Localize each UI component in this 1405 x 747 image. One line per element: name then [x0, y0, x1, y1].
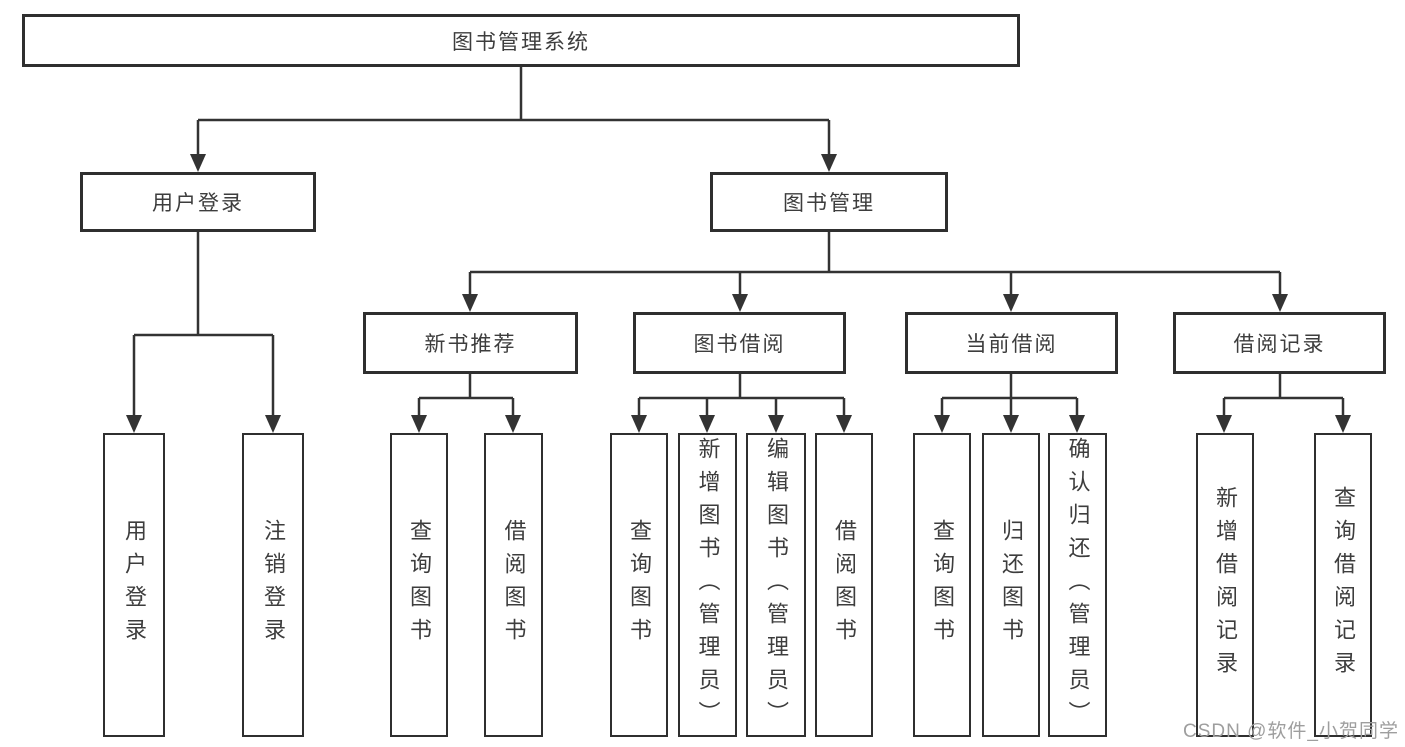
leaf-borrow-books-label: 借阅图书 [832, 519, 857, 651]
leaf-edit-books-admin: 编辑图书（管理员） [746, 433, 806, 737]
leaf-confirm-return-admin: 确认归还（管理员） [1048, 433, 1107, 737]
leaf-add-books-admin-label: 新增图书（管理员） [695, 436, 721, 734]
node-current-borrow: 当前借阅 [905, 312, 1118, 374]
node-book-borrow: 图书借阅 [633, 312, 846, 374]
leaf-edit-books-admin-label: 编辑图书（管理员） [764, 436, 789, 734]
node-current-borrow-label: 当前借阅 [965, 333, 1058, 356]
leaf-return-books: 归还图书 [982, 433, 1040, 737]
node-user-login: 用户登录 [80, 172, 316, 232]
leaf-add-borrow-record: 新增借阅记录 [1196, 433, 1254, 737]
leaf-user-login: 用户登录 [103, 433, 165, 737]
node-book-management-label: 图书管理 [783, 192, 875, 215]
node-book-borrow-label: 图书借阅 [693, 333, 786, 356]
leaf-current-query-books: 查询图书 [913, 433, 971, 737]
node-book-management: 图书管理 [710, 172, 948, 232]
leaf-add-books-admin: 新增图书（管理员） [678, 433, 737, 737]
node-root: 图书管理系统 [22, 14, 1020, 67]
leaf-query-borrow-record-label: 查询借阅记录 [1331, 486, 1356, 684]
leaf-newbook-borrow-books: 借阅图书 [484, 433, 543, 737]
leaf-borrow-query-books: 查询图书 [610, 433, 668, 737]
node-user-login-label: 用户登录 [152, 192, 244, 215]
leaf-newbook-query-books-label: 查询图书 [407, 519, 432, 651]
leaf-current-query-books-label: 查询图书 [930, 519, 955, 651]
node-new-book-recommend-label: 新书推荐 [424, 333, 517, 356]
node-borrow-records-label: 借阅记录 [1233, 333, 1326, 356]
leaf-newbook-borrow-books-label: 借阅图书 [501, 519, 527, 651]
leaf-user-login-label: 用户登录 [122, 519, 147, 651]
leaf-return-books-label: 归还图书 [999, 519, 1024, 651]
node-root-label: 图书管理系统 [452, 30, 590, 54]
watermark: CSDN @软件_小贺同学 [1183, 721, 1399, 742]
leaf-logout: 注销登录 [242, 433, 304, 737]
leaf-add-borrow-record-label: 新增借阅记录 [1213, 486, 1238, 684]
leaf-borrow-query-books-label: 查询图书 [627, 519, 652, 651]
leaf-newbook-query-books: 查询图书 [390, 433, 448, 737]
leaf-query-borrow-record: 查询借阅记录 [1314, 433, 1372, 737]
node-new-book-recommend: 新书推荐 [363, 312, 578, 374]
leaf-logout-label: 注销登录 [261, 519, 286, 651]
node-borrow-records: 借阅记录 [1173, 312, 1386, 374]
leaf-confirm-return-admin-label: 确认归还（管理员） [1065, 436, 1091, 734]
leaf-borrow-books: 借阅图书 [815, 433, 873, 737]
